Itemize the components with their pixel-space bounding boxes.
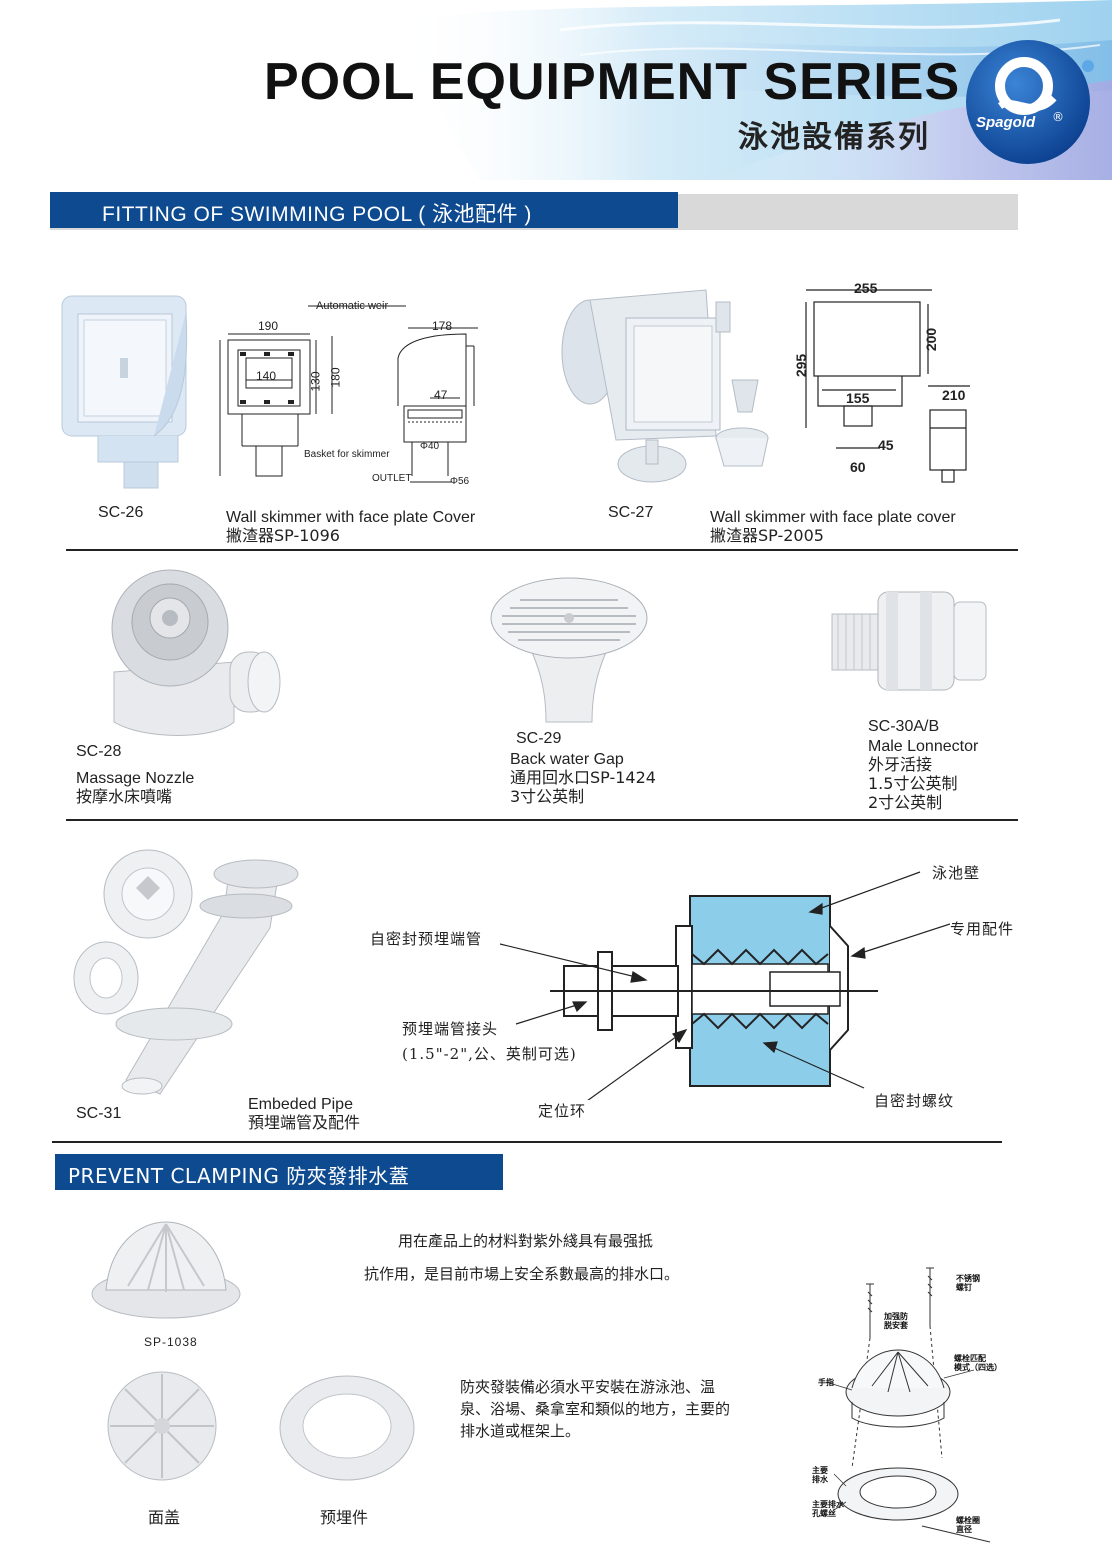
sc26-dim-190: 190: [258, 319, 279, 333]
spagold-logo: Spagold ®: [948, 36, 1096, 168]
sc27-dim-60: 60: [850, 459, 866, 475]
sc27-dim-45: 45: [878, 437, 894, 453]
sc30-spec1: 1.5寸公英制: [868, 774, 958, 793]
sc27-name-en: Wall skimmer with face plate cover: [710, 509, 956, 526]
clamp-desc2-line2: 泉、浴場、桑拿室和類似的地方，主要的: [460, 1400, 731, 1418]
sc27-dim-255: 255: [854, 280, 878, 296]
sc29-code: SC-29: [516, 730, 562, 747]
sc28-name-en: Massage Nozzle: [76, 770, 195, 787]
clamp-embed-label: 预埋件: [320, 1508, 369, 1527]
sc26-code: SC-26: [98, 504, 144, 521]
exploded-label-screw: 不锈钢 螺钉: [956, 1274, 980, 1292]
logo-icon: [966, 40, 1094, 164]
sc31-installation-diagram: [499, 871, 950, 1100]
sc29-product-image: [490, 577, 648, 723]
divider-row3: [52, 1141, 1002, 1143]
page-title: POOL EQUIPMENT SERIES: [264, 53, 961, 111]
exploded-label-anti: 加强防 脱安套: [884, 1312, 908, 1330]
sc28-name-cn: 按摩水床噴嘴: [76, 787, 173, 806]
divider-row1: [66, 549, 1018, 551]
sc29-name-en: Back water Gap: [510, 751, 624, 768]
sc31-label-fitting: 专用配件: [950, 920, 1015, 938]
section-heading-fitting-text: FITTING OF SWIMMING POOL ( 泳池配件 ): [102, 203, 532, 226]
sc31-name-cn: 預埋端管及配件: [248, 1113, 361, 1132]
sc31-label-ring: 定位环: [538, 1102, 587, 1120]
section-heading-prevent-clamping-text: PREVENT CLAMPING 防夾發排水蓋: [68, 1164, 410, 1188]
sc26-dim-130: 130: [308, 371, 323, 392]
sc31-label-joint: 预埋端管接头: [402, 1020, 499, 1038]
sc27-product-image: [561, 289, 769, 483]
sc30-name-cn: 外牙活接: [868, 755, 933, 774]
sc31-product-image: [73, 849, 299, 1095]
clamp-exploded-diagram: [825, 1267, 991, 1543]
sc26-dim-phi40: Φ40: [420, 441, 440, 452]
clamp-desc1-line1: 用在產品上的材料對紫外綫具有最强抵: [398, 1232, 654, 1250]
sc29-name-cn: 通用回水口SP-1424: [510, 768, 656, 787]
sc27-dim-210: 210: [942, 387, 966, 403]
sc31-label-thread: 自密封螺纹: [874, 1092, 955, 1110]
exploded-label-bolt-dia: 螺栓圈 直径: [956, 1516, 980, 1534]
sc31-label-joint-spec: (1.5"-2",公、英制可选): [402, 1045, 577, 1063]
sc26-label-outlet: OUTLET: [372, 473, 412, 484]
sc26-label-automatic-weir: Automatic weir: [316, 300, 389, 312]
exploded-label-handle: 手指: [818, 1378, 834, 1387]
sc26-label-basket: Basket for skimmer: [304, 449, 390, 460]
sc28-product-image: [111, 569, 281, 736]
sc31-label-pipe: 自密封预埋端管: [370, 930, 483, 948]
sc27-dim-295: 295: [793, 353, 810, 378]
divider-row2: [66, 819, 1018, 821]
clamp-desc2-line3: 排水道或框架上。: [460, 1422, 581, 1440]
exploded-label-drain: 主要 排水: [812, 1466, 828, 1484]
exploded-label-bolt: 螺栓匹配 模式（四选）: [954, 1354, 1002, 1372]
clamp-face-cover-image: [107, 1371, 217, 1481]
clamp-cover-image: [91, 1221, 241, 1319]
sc28-code: SC-28: [76, 743, 122, 760]
sc26-dim-180: 180: [328, 367, 343, 388]
sc29-spec: 3寸公英制: [510, 787, 585, 806]
sc27-name-cn: 撇渣器SP-2005: [710, 526, 824, 545]
sc30-name-en: Male Lonnector: [868, 738, 979, 755]
clamp-model: SP-1038: [144, 1335, 198, 1349]
clamp-desc1-line2: 抗作用，是目前市場上安全系數最高的排水口。: [364, 1265, 680, 1283]
page-subtitle-cn: 泳池設備系列: [738, 120, 930, 155]
logo-text: Spagold: [976, 114, 1036, 131]
exploded-label-drain-hole: 主要排水 孔螺丝: [812, 1500, 844, 1518]
sc31-name-en: Embeded Pipe: [248, 1096, 353, 1113]
sc31-code: SC-31: [76, 1105, 122, 1122]
sc31-label-wall: 泳池壁: [932, 864, 981, 882]
sc26-dim-phi56: Φ56: [450, 476, 470, 487]
sc30-spec2: 2寸公英制: [868, 793, 943, 812]
sc26-dim-47: 47: [434, 388, 448, 402]
sc26-technical-drawing: [219, 305, 478, 483]
sc27-technical-drawing: [805, 289, 970, 483]
sc26-name-cn: 撇渣器SP-1096: [226, 526, 340, 545]
sc27-dim-200: 200: [923, 327, 940, 352]
sc26-product-image: [61, 295, 188, 489]
sc26-dim-178: 178: [432, 319, 453, 333]
clamp-embed-ring-image: [279, 1375, 415, 1481]
section-heading-fitting: FITTING OF SWIMMING POOL ( 泳池配件 ): [50, 192, 678, 228]
sc26-name-en: Wall skimmer with face plate Cover: [226, 509, 476, 526]
sc30-product-image: [831, 591, 987, 691]
sc30-code: SC-30A/B: [868, 718, 940, 735]
clamp-cover-label: 面盖: [148, 1508, 181, 1527]
sc27-dim-155: 155: [846, 390, 870, 406]
logo-registered-mark: ®: [1052, 110, 1064, 124]
clamp-desc2-line1: 防夾發裝備必須水平安裝在游泳池、温: [460, 1378, 716, 1396]
sc27-code: SC-27: [608, 504, 654, 521]
sc26-dim-140: 140: [256, 369, 277, 383]
section-heading-prevent-clamping: PREVENT CLAMPING 防夾發排水蓋: [55, 1154, 503, 1190]
